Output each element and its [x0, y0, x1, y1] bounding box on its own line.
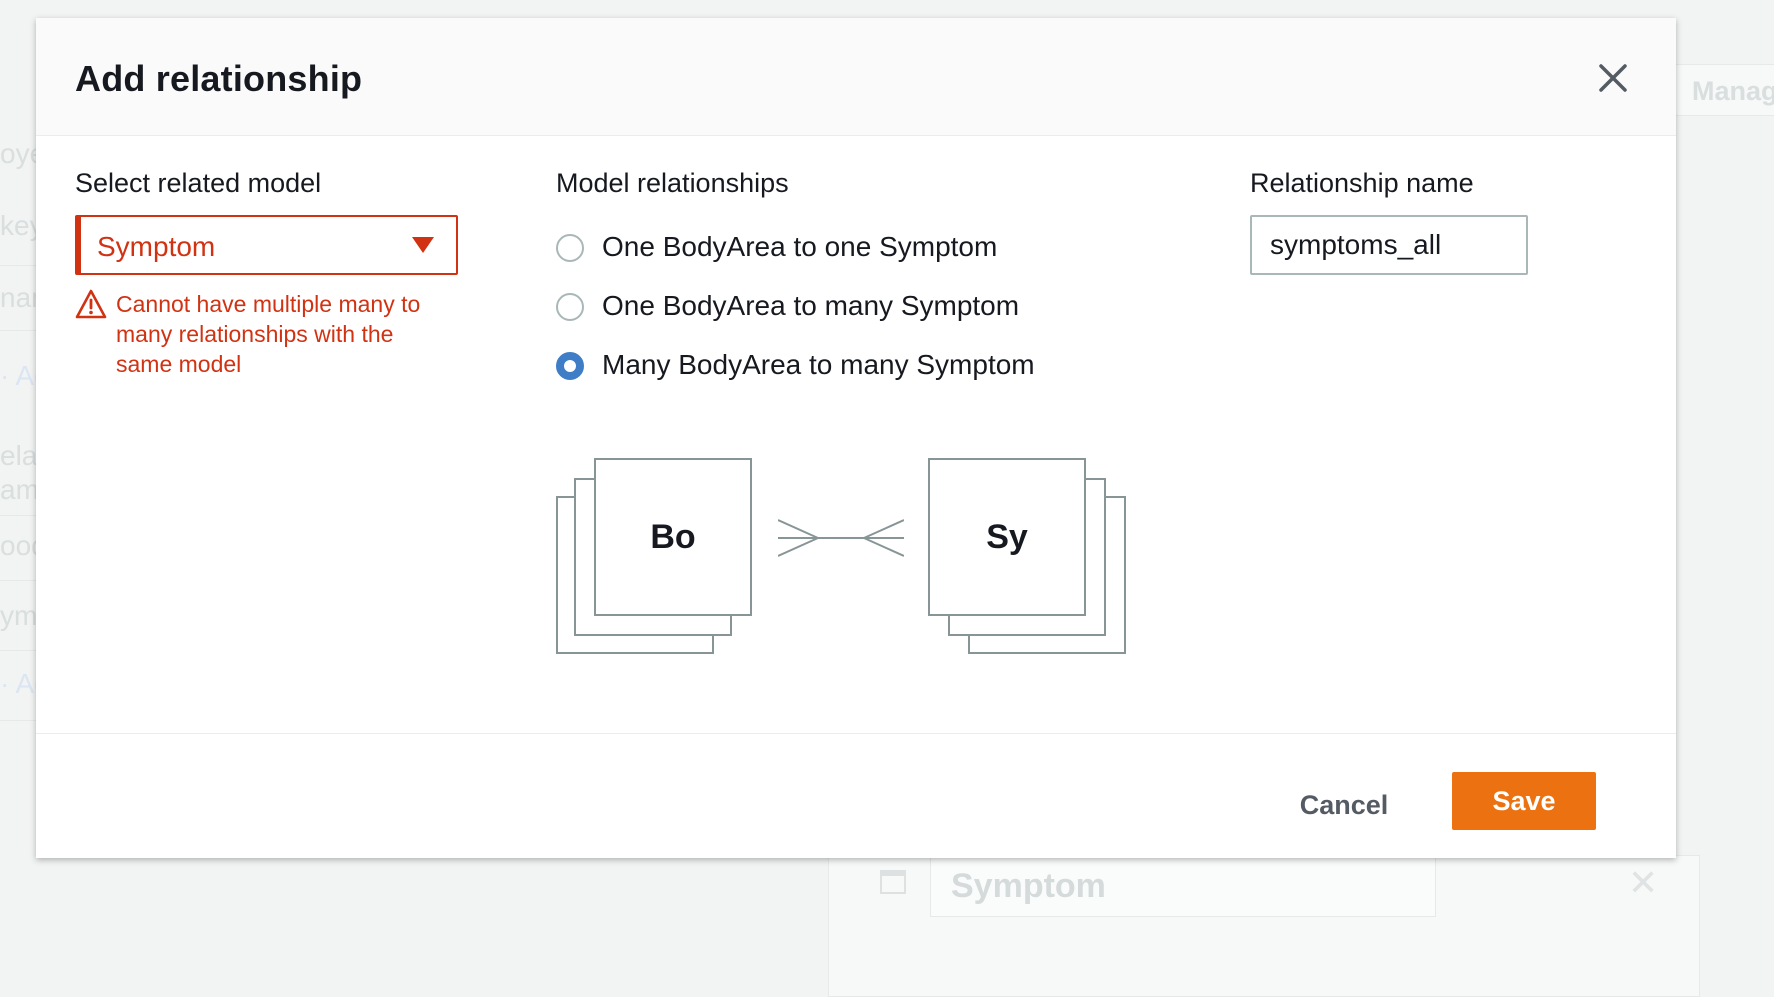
many-to-many-connector [778, 519, 904, 557]
relationship-diagram: Bo Sy [556, 458, 1156, 688]
radio-button[interactable] [556, 293, 584, 321]
related-model-select[interactable]: Symptom [75, 215, 458, 275]
bg-close-icon: ✕ [1628, 862, 1659, 903]
right-model-label: Sy [986, 518, 1028, 556]
bg-model-name-input: Symptom [930, 855, 1436, 917]
bg-divider [0, 515, 36, 516]
radio-one-to-one[interactable]: One BodyArea to one Symptom [556, 229, 998, 269]
bg-divider [0, 265, 36, 266]
manage-button: Manag [1675, 64, 1774, 116]
dialog-title: Add relationship [75, 58, 363, 99]
save-button[interactable]: Save [1452, 772, 1596, 830]
right-model-card: Sy [928, 458, 1086, 616]
bg-divider [0, 650, 36, 651]
dialog-header: Add relationship [36, 18, 1676, 136]
relationship-name-input[interactable] [1250, 215, 1528, 275]
dialog-footer: Cancel Save [36, 733, 1676, 858]
select-related-model-label: Select related model [75, 168, 322, 198]
related-model-error-message: Cannot have multiple many to many relati… [116, 291, 421, 377]
radio-button[interactable] [556, 234, 584, 262]
close-icon-svg [1599, 64, 1627, 92]
radio-label: One BodyArea to many Symptom [602, 290, 1020, 321]
radio-label: One BodyArea to one Symptom [602, 231, 998, 262]
radio-one-to-many[interactable]: One BodyArea to many Symptom [556, 288, 1020, 328]
close-icon[interactable] [1591, 56, 1635, 100]
left-model-label: Bo [650, 518, 696, 556]
bg-divider [0, 330, 36, 331]
left-model-card: Bo [594, 458, 752, 616]
bg-divider [0, 720, 36, 721]
radio-button-selected[interactable] [556, 352, 584, 380]
window-icon [880, 870, 906, 894]
related-model-value: Symptom [97, 231, 216, 262]
bg-text-fragment: ym [0, 600, 38, 631]
warning-icon [75, 289, 107, 319]
add-relationship-dialog: Add relationship Select related model Sy… [36, 18, 1676, 858]
relationship-name-label: Relationship name [1250, 168, 1474, 198]
model-relationships-label: Model relationships [556, 168, 789, 198]
caret-down-icon [412, 237, 434, 253]
cancel-button[interactable]: Cancel [1284, 780, 1404, 830]
radio-label: Many BodyArea to many Symptom [602, 349, 1035, 380]
bg-divider [0, 580, 36, 581]
radio-many-to-many[interactable]: Many BodyArea to many Symptom [556, 347, 1036, 387]
